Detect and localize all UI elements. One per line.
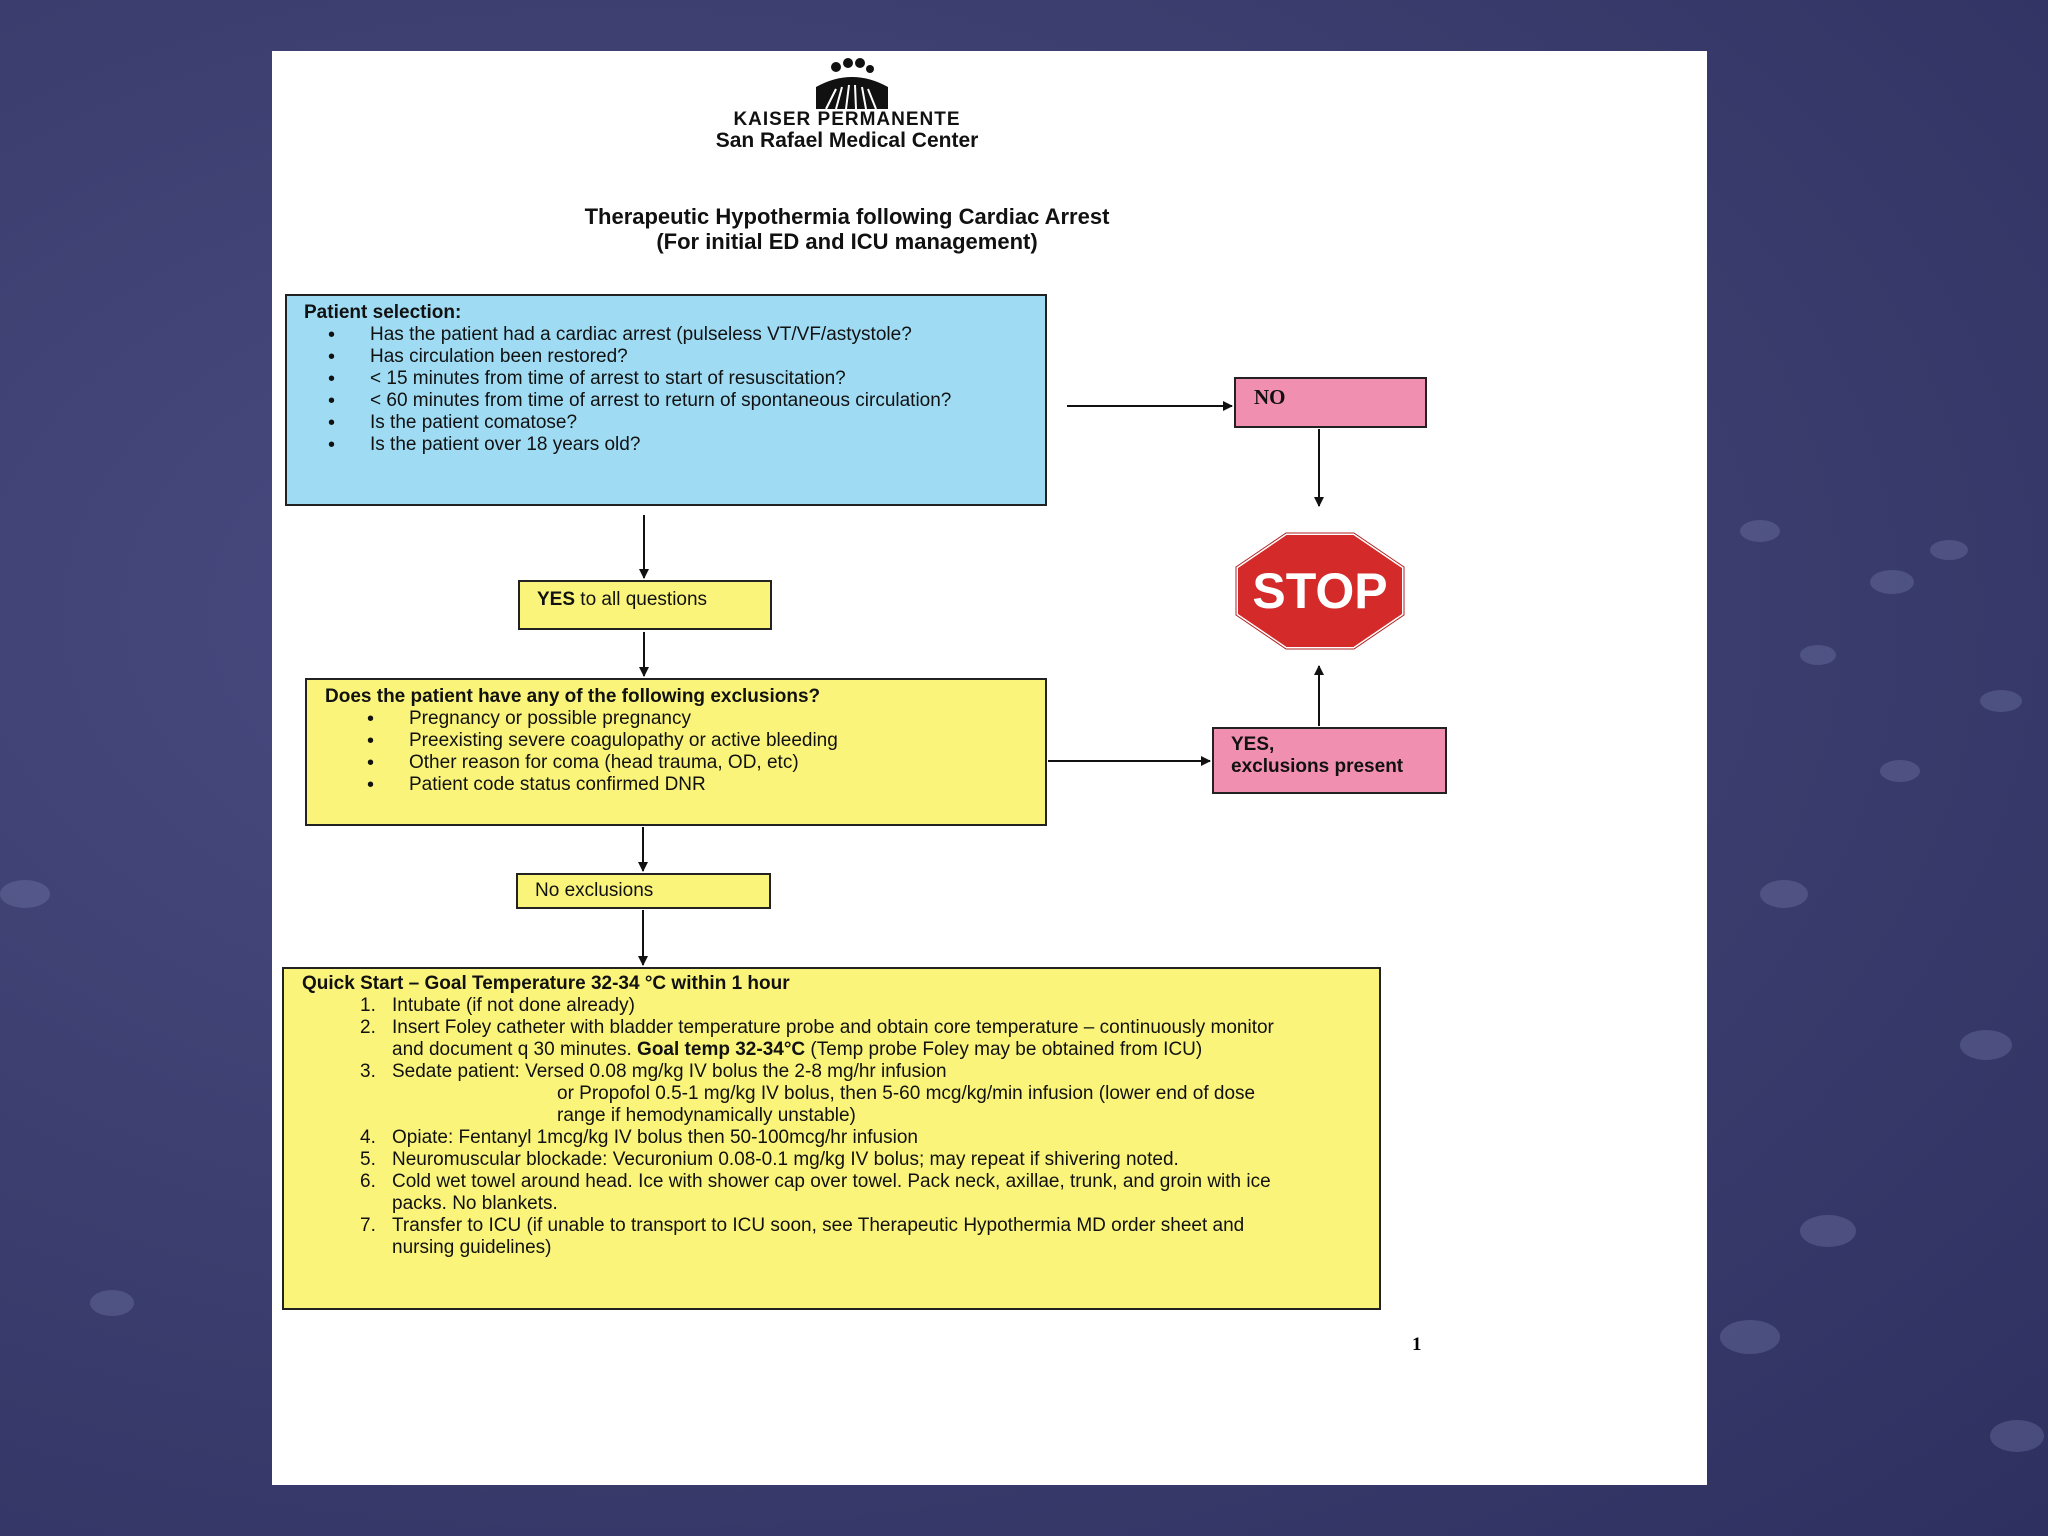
page-number: 1 — [1412, 1334, 1422, 1355]
background-dot — [1800, 645, 1836, 665]
step-number: 7. — [360, 1215, 376, 1236]
step-text: Intubate (if not done already) — [392, 995, 635, 1016]
step-number: 3. — [360, 1061, 376, 1082]
background-dot — [1980, 690, 2022, 712]
yes-all-text: to all questions — [575, 589, 708, 610]
exclusion-item: Other reason for coma (head trauma, OD, … — [367, 752, 1045, 774]
facility-name: San Rafael Medical Center — [715, 129, 979, 152]
yes-label: YES — [537, 589, 576, 610]
selection-criterion: < 15 minutes from time of arrest to star… — [328, 368, 970, 390]
quick-start-heading: Quick Start – Goal Temperature 32-34 °C … — [302, 973, 790, 994]
step-number: 6. — [360, 1171, 376, 1192]
goal-temp-text: Goal temp 32-34°C — [637, 1039, 806, 1060]
background-dot — [1880, 760, 1920, 782]
step-text: Neuromuscular blockade: Vecuronium 0.08-… — [392, 1149, 1179, 1170]
no-exclusions-box: No exclusions — [516, 873, 771, 909]
patient-selection-list: Has the patient had a cardiac arrest (pu… — [304, 324, 970, 456]
selection-criterion: Is the patient comatose? — [328, 412, 970, 434]
selection-criterion: Has circulation been restored? — [328, 346, 970, 368]
patient-selection-box: Patient selection: Has the patient had a… — [285, 294, 1047, 506]
yes-exclusions-line1: YES, — [1231, 734, 1275, 755]
exclusion-item: Pregnancy or possible pregnancy — [367, 708, 1045, 730]
quick-start-step: 5. Neuromuscular blockade: Vecuronium 0.0… — [302, 1149, 1302, 1171]
selection-criterion: < 60 minutes from time of arrest to retu… — [328, 390, 970, 412]
quick-start-steps: 1. Intubate (if not done already) 2. Inser… — [302, 995, 1302, 1259]
yes-exclusions-line2: exclusions present — [1231, 756, 1404, 777]
step-text: Sedate patient: Versed 0.08 mg/kg IV bol… — [392, 1061, 947, 1082]
yes-all-box: YES to all questions — [518, 580, 772, 630]
exclusion-item: Patient code status confirmed DNR — [367, 774, 1045, 796]
background-dot — [1740, 520, 1780, 542]
exclusions-list: Pregnancy or possible pregnancy Preexist… — [325, 708, 1045, 796]
background-dot — [1870, 570, 1914, 594]
step-text: Transfer to ICU (if unable to transport … — [392, 1215, 1245, 1258]
selection-criterion: Is the patient over 18 years old? — [328, 434, 970, 456]
background-dot — [1720, 1320, 1780, 1354]
step-text: Opiate: Fentanyl 1mcg/kg IV bolus then 5… — [392, 1127, 918, 1148]
quick-start-box: Quick Start – Goal Temperature 32-34 °C … — [282, 967, 1381, 1310]
yes-exclusions-box: YES, exclusions present — [1212, 727, 1447, 794]
step-number: 1. — [360, 995, 376, 1016]
quick-start-step: 2. Insert Foley catheter with bladder tem… — [302, 1017, 1302, 1061]
page-subtitle: (For initial ED and ICU management) — [656, 229, 1038, 254]
no-label: NO — [1254, 385, 1286, 409]
background-dot — [1800, 1215, 1856, 1247]
no-exclusions-label: No exclusions — [535, 880, 654, 901]
background-dot — [1760, 880, 1808, 908]
step-text-continued: or Propofol 0.5-1 mg/kg IV bolus, then 5… — [557, 1083, 1256, 1126]
exclusion-item: Preexisting severe coagulopathy or activ… — [367, 730, 1045, 752]
step-text: Insert Foley catheter with bladder tempe… — [392, 1017, 1274, 1060]
background-dot — [90, 1290, 134, 1316]
quick-start-step: 6. Cold wet towel around head. Ice with s… — [302, 1171, 1302, 1215]
step-text: Cold wet towel around head. Ice with sho… — [392, 1171, 1271, 1214]
background-dot — [0, 880, 50, 908]
stop-sign-icon — [1234, 531, 1406, 651]
patient-selection-heading: Patient selection: — [304, 302, 462, 323]
background-dot — [1930, 540, 1968, 560]
background-dot — [1990, 1420, 2044, 1452]
step-number: 2. — [360, 1017, 376, 1038]
background-dot — [1960, 1030, 2012, 1060]
kaiser-logo-icon — [816, 58, 888, 110]
quick-start-step: 4. Opiate: Fentanyl 1mcg/kg IV bolus then… — [302, 1127, 1302, 1149]
protocol-page: KAISER PERMANENTE San Rafael Medical Cen… — [272, 51, 1707, 1485]
org-name: KAISER PERMANENTE — [733, 109, 961, 130]
page-title: Therapeutic Hypothermia following Cardia… — [584, 204, 1110, 229]
step-number: 4. — [360, 1127, 376, 1148]
quick-start-step: 7. Transfer to ICU (if unable to transpor… — [302, 1215, 1302, 1259]
exclusions-heading: Does the patient have any of the followi… — [325, 686, 821, 707]
quick-start-step: 1. Intubate (if not done already) — [302, 995, 1302, 1017]
selection-criterion: Has the patient had a cardiac arrest (pu… — [328, 324, 970, 346]
quick-start-step: 3. Sedate patient: Versed 0.08 mg/kg IV b… — [302, 1061, 1302, 1127]
stop-label: STOP — [1252, 563, 1388, 619]
step-number: 5. — [360, 1149, 376, 1170]
no-box: NO — [1234, 377, 1427, 428]
exclusions-box: Does the patient have any of the followi… — [305, 678, 1047, 826]
step-text-continued: (Temp probe Foley may be obtained from I… — [805, 1039, 1203, 1060]
